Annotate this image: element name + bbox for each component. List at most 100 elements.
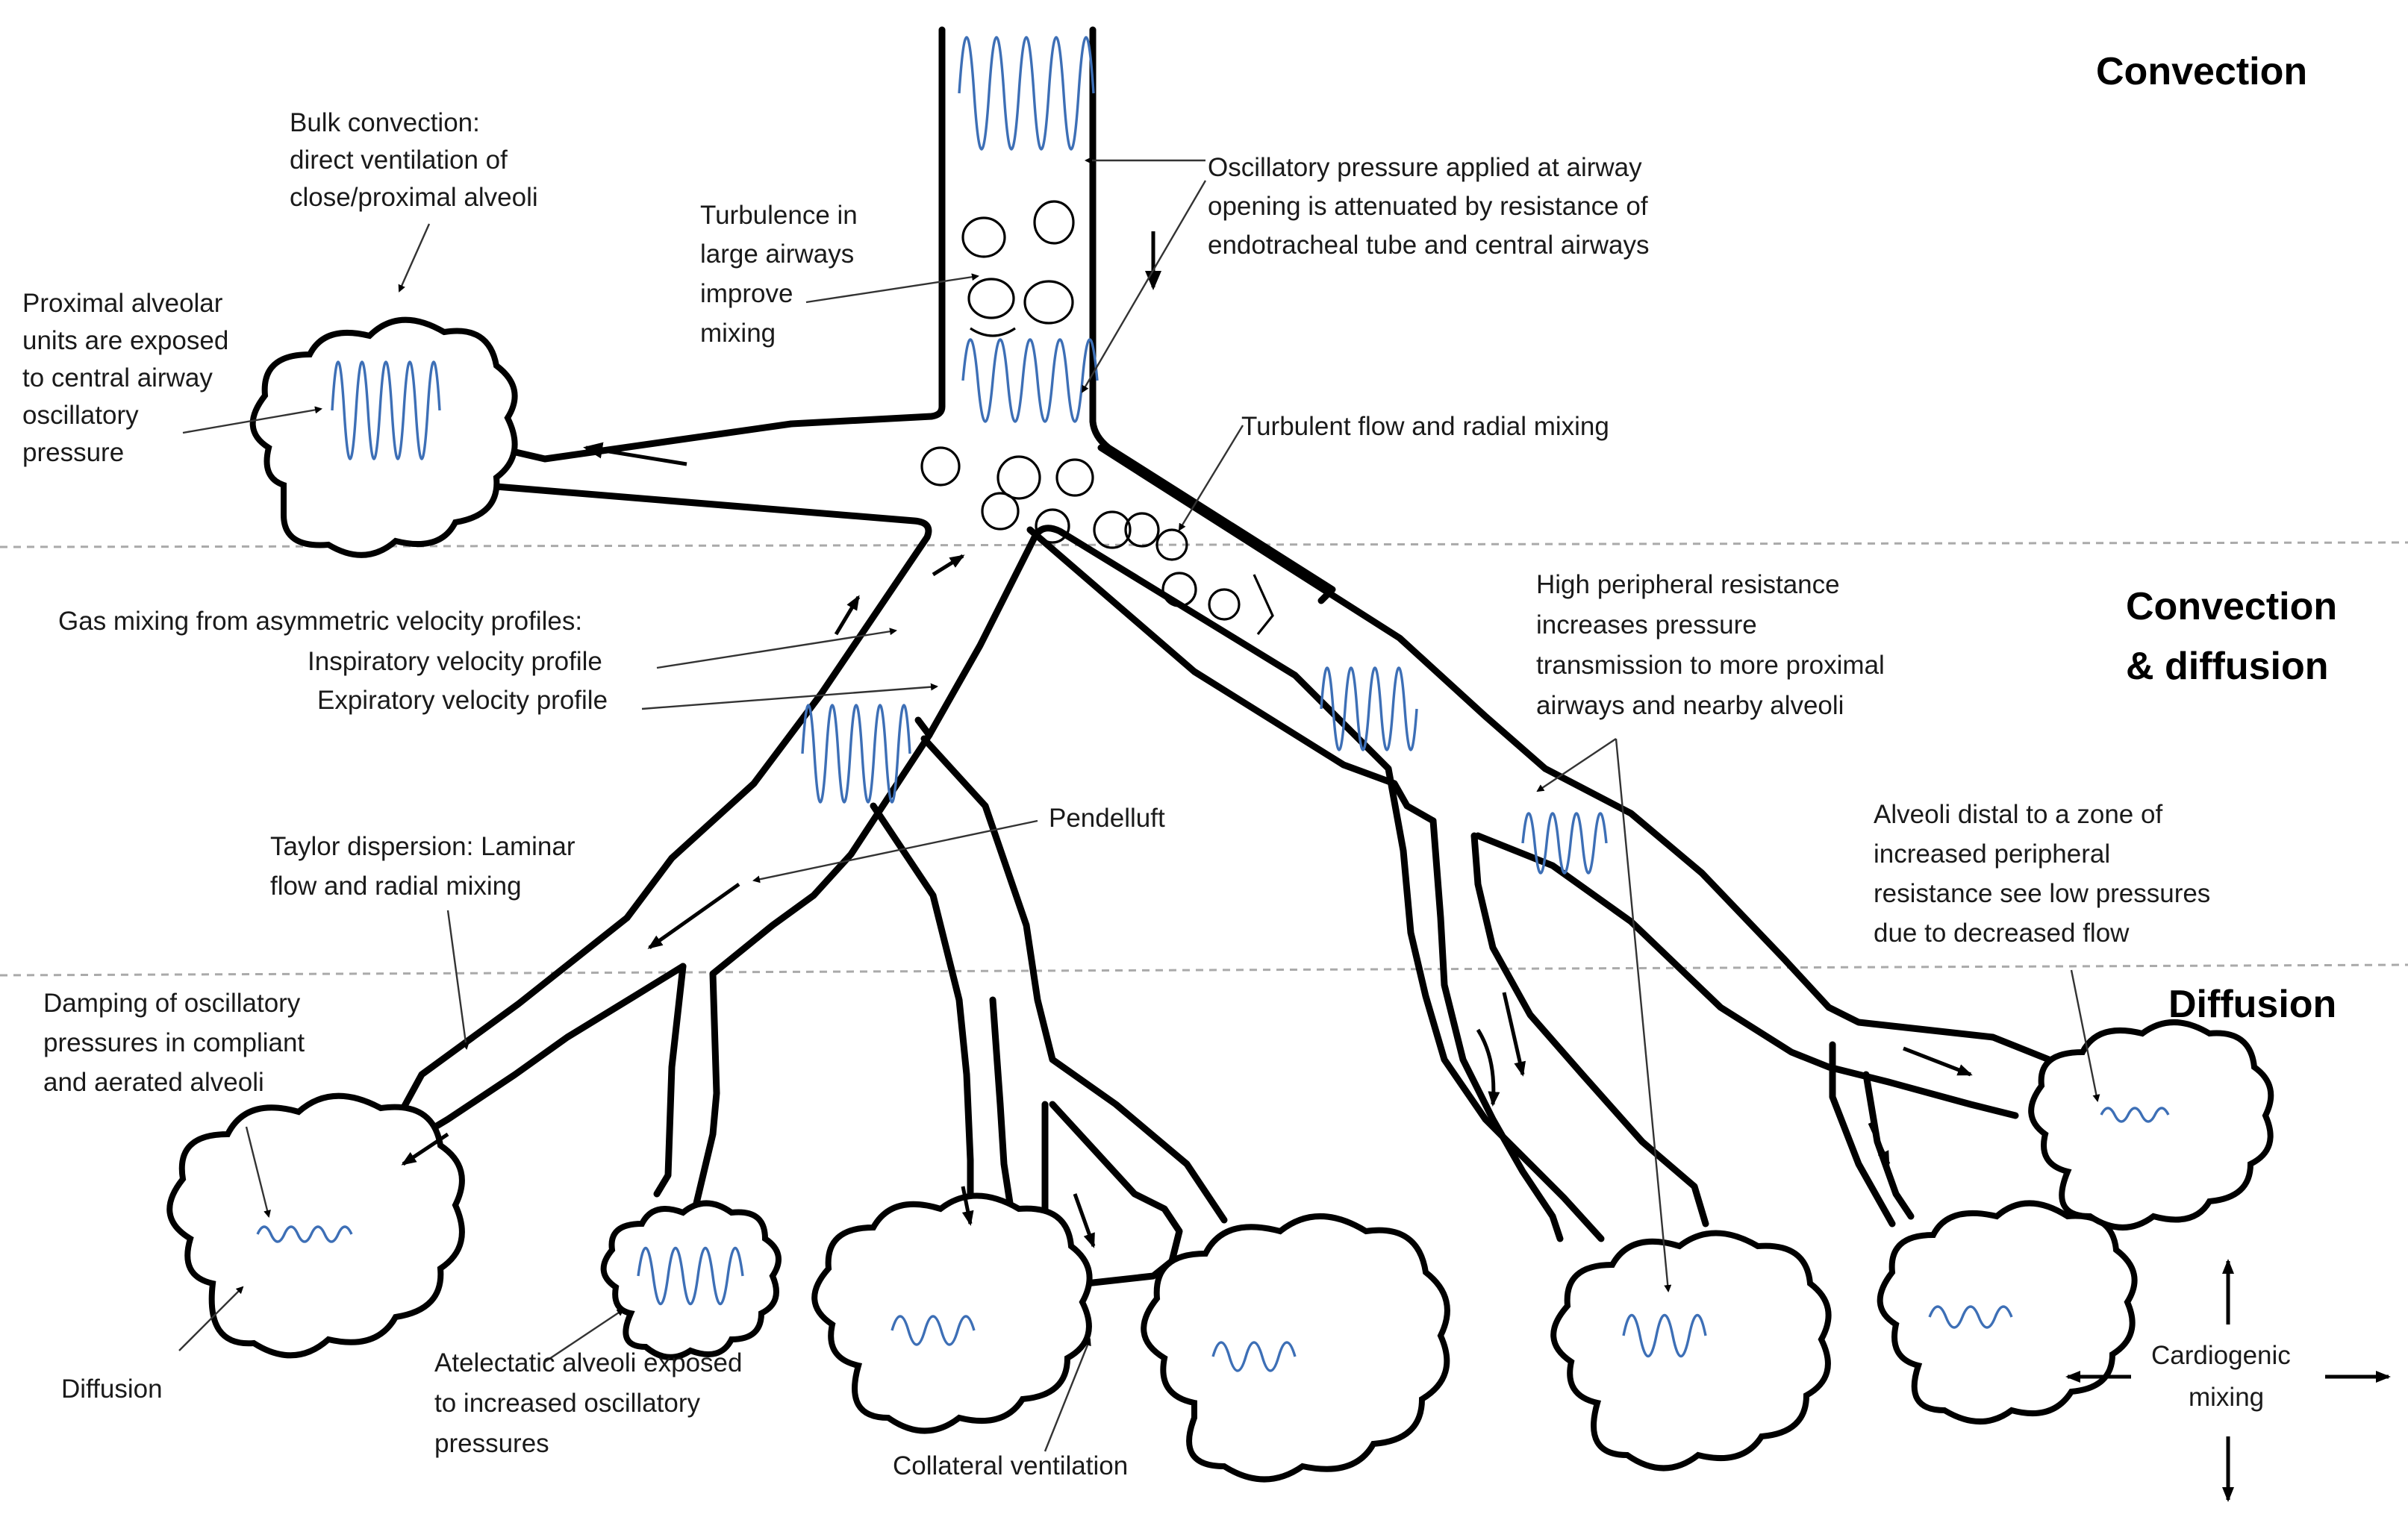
right-main-upper-wall [1097, 444, 2060, 1071]
alveolus-right-1 [1550, 1230, 1832, 1471]
oscillation-waves [256, 36, 2170, 1372]
wave-right-peripheral [1521, 812, 1608, 875]
label-proximal-units: Proximal alveolar units are exposed to c… [22, 289, 228, 467]
right-main-lower-wall [1026, 526, 1437, 825]
svg-text:close/proximal alveoli: close/proximal alveoli [290, 183, 538, 212]
wave-alveolus-left [256, 1225, 353, 1243]
wave-left-bronchus [801, 704, 911, 804]
svg-text:and aerated alveoli: and aerated alveoli [43, 1068, 264, 1097]
proximal-bronchus-lower-wall [396, 481, 932, 1119]
wave-trachea-lower [961, 338, 1099, 423]
wave-atelectatic [637, 1247, 744, 1305]
svg-text:Turbulence in: Turbulence in [700, 201, 858, 230]
alveolus-collateral-left [811, 1192, 1093, 1434]
left-mid-wedge [653, 963, 687, 1198]
svg-text:Atelectatic alveoli exposed: Atelectatic alveoli exposed [434, 1348, 742, 1377]
svg-text:Oscillatory pressure applied a: Oscillatory pressure applied at airway [1208, 153, 1642, 182]
label-cardiogenic: Cardiogenic mixing [2151, 1341, 2291, 1412]
zone-divider-lower [0, 963, 2408, 977]
svg-text:increased peripheral: increased peripheral [1874, 839, 2110, 869]
svg-text:oscillatory: oscillatory [22, 401, 139, 430]
svg-text:pressure: pressure [22, 438, 124, 467]
svg-text:to central airway: to central airway [22, 363, 213, 392]
right-lower-branch [1429, 817, 1564, 1242]
alveolus-atelectatic [600, 1200, 782, 1360]
right-inner-wedge [1470, 832, 1709, 1227]
svg-text:Inspiratory velocity profile: Inspiratory velocity profile [308, 647, 602, 676]
svg-text:Taylor dispersion: Laminar: Taylor dispersion: Laminar [270, 832, 576, 861]
svg-text:improve: improve [700, 279, 793, 308]
flow-arrows [401, 231, 1973, 1248]
label-damping: Damping of oscillatory pressures in comp… [43, 989, 305, 1097]
wave-trachea-top [958, 36, 1095, 151]
svg-text:increases pressure: increases pressure [1536, 610, 1757, 639]
wave-distal [2100, 1107, 2170, 1123]
mid-branch-outer-wall [1030, 525, 1605, 1242]
label-gas-mixing: Gas mixing from asymmetric velocity prof… [58, 607, 608, 715]
svg-text:Expiratory velocity profile: Expiratory velocity profile [317, 686, 608, 715]
svg-text:High peripheral resistance: High peripheral resistance [1536, 570, 1840, 599]
trachea-left-wall [787, 26, 946, 428]
alveoli [166, 316, 2274, 1483]
trachea-right-wall [1089, 26, 1336, 604]
label-turbulence-large: Turbulence in large airways improve mixi… [700, 201, 858, 348]
label-collateral: Collateral ventilation [893, 1451, 1128, 1480]
zone-convection-diffusion-line1: Convection [2126, 585, 2337, 628]
label-bulk-convection: Bulk convection: direct ventilation of c… [290, 108, 538, 212]
svg-text:resistance see low pressures: resistance see low pressures [1874, 879, 2210, 908]
label-oscillatory-applied: Oscillatory pressure applied at airway o… [1208, 153, 1649, 260]
label-atelectatic: Atelectatic alveoli exposed to increased… [434, 1348, 742, 1458]
label-diffusion: Diffusion [61, 1374, 163, 1404]
svg-text:units are exposed: units are exposed [22, 326, 228, 355]
svg-text:pressures: pressures [434, 1429, 549, 1458]
zone-divider-upper [0, 541, 2408, 548]
alveolus-collateral-right [1141, 1213, 1450, 1483]
svg-text:due to decreased flow: due to decreased flow [1874, 919, 2130, 948]
alveolus-right-2 [1877, 1200, 2138, 1424]
eddy-carina [920, 446, 1094, 544]
label-high-peripheral: High peripheral resistance increases pre… [1536, 570, 1885, 720]
svg-text:mixing: mixing [700, 319, 776, 348]
svg-text:Alveoli distal to a zone of: Alveoli distal to a zone of [1874, 800, 2162, 829]
mid-branch-inner-wall [870, 802, 974, 1227]
label-alveoli-distal: Alveoli distal to a zone of increased pe… [1874, 800, 2210, 948]
svg-text:large airways: large airways [700, 240, 854, 269]
turbulence-eddies [920, 200, 1274, 635]
svg-text:airways and nearby alveoli: airways and nearby alveoli [1536, 691, 1844, 720]
zone-diffusion: Diffusion [2168, 983, 2336, 1026]
wave-right-bronchus [1320, 666, 1418, 751]
zone-convection-diffusion-line2: & diffusion [2126, 645, 2329, 688]
svg-text:Proximal alveolar: Proximal alveolar [22, 289, 223, 318]
eddy-right-bronchus [1093, 510, 1274, 635]
svg-text:opening is attenuated by resis: opening is attenuated by resistance of [1208, 192, 1648, 221]
svg-text:pressures in compliant: pressures in compliant [43, 1028, 305, 1057]
svg-text:Cardiogenic: Cardiogenic [2151, 1341, 2291, 1370]
wave-right-2 [1928, 1305, 2013, 1329]
middle-inner-branch [989, 996, 1015, 1216]
wave-collateral-right [1211, 1341, 1297, 1372]
svg-text:endotracheal tube and central: endotracheal tube and central airways [1208, 231, 1649, 260]
svg-text:mixing: mixing [2189, 1383, 2264, 1412]
mid-branch-left-wall [914, 716, 933, 739]
svg-text:transmission to more proximal: transmission to more proximal [1536, 651, 1885, 680]
svg-text:Damping of oscillatory: Damping of oscillatory [43, 989, 301, 1018]
eddy-trachea [961, 200, 1075, 337]
right-far-branch-2 [1829, 1041, 1896, 1227]
right-inner-branch [1474, 832, 2019, 1119]
svg-text:flow and radial mixing: flow and radial mixing [270, 872, 522, 901]
svg-text:Gas mixing from asymmetric ve: Gas mixing from asymmetric velocity prof… [58, 607, 582, 636]
svg-text:direct ventilation of: direct ventilation of [290, 146, 508, 175]
left-limb-inner-wall [690, 535, 1038, 1224]
label-turbulent-radial: Turbulent flow and radial mixing [1241, 412, 1609, 441]
middle-right-branch [920, 735, 1228, 1224]
right-far-branch [1862, 1071, 1915, 1220]
cardiogenic-arrows [2065, 1259, 2391, 1502]
alveolus-distal [2028, 1019, 2274, 1230]
svg-text:to increased oscillatory: to increased oscillatory [434, 1389, 700, 1418]
wave-proximal-alveolus [331, 360, 441, 460]
zone-convection: Convection [2096, 50, 2307, 93]
alveolus-proximal [249, 316, 518, 558]
label-pendelluft: Pendelluft [1049, 804, 1165, 833]
wave-collateral-left [890, 1315, 976, 1346]
